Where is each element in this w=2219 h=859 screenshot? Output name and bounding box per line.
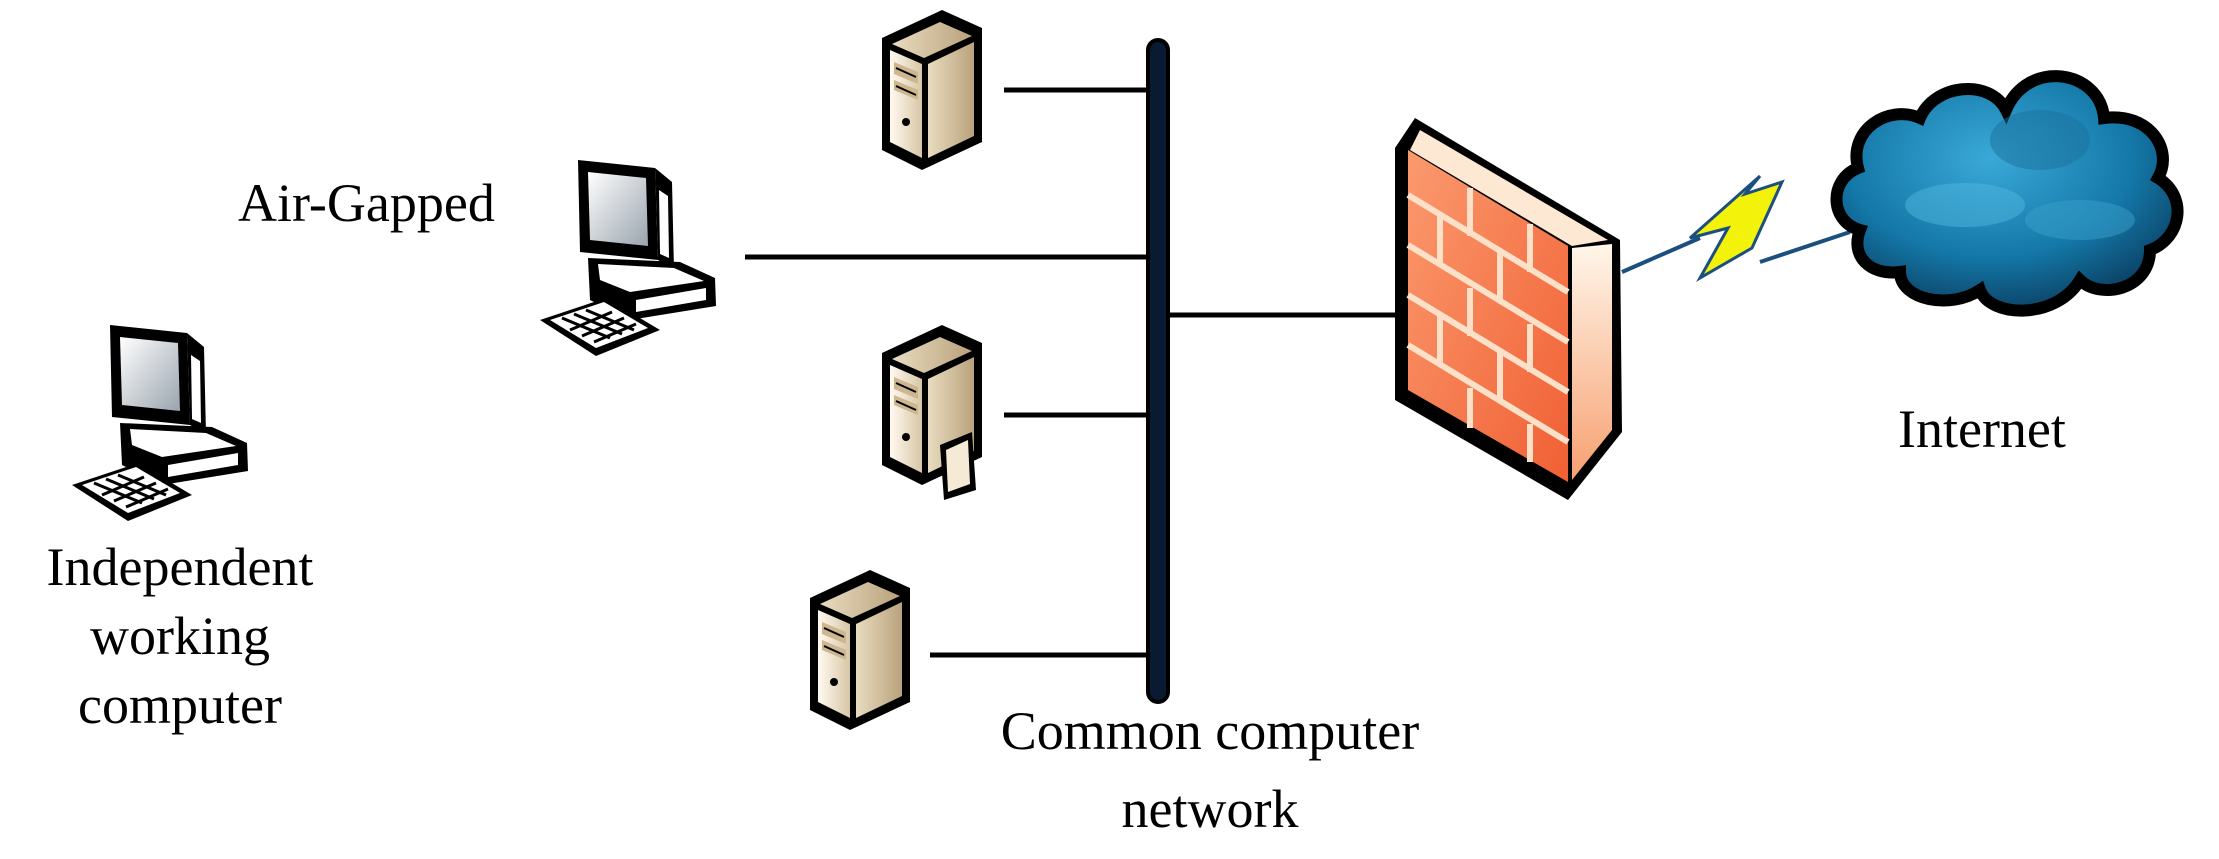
desktop-computer-icon bbox=[538, 158, 718, 358]
connection-lines bbox=[745, 87, 1395, 658]
network-bus bbox=[1146, 38, 1170, 704]
cloud-icon bbox=[1830, 70, 2184, 317]
tower-server-with-drive-icon bbox=[881, 324, 983, 500]
lightning-bolt-icon bbox=[1621, 174, 1851, 283]
independent-label-line-3: computer bbox=[78, 675, 282, 735]
tower-server-icon bbox=[881, 9, 983, 171]
tower-server-icon bbox=[809, 569, 911, 731]
network-label-line-2: network bbox=[1121, 779, 1299, 839]
independent-label-line-1: Independent bbox=[46, 537, 314, 597]
brick-firewall-icon bbox=[1395, 118, 1622, 500]
independent-label-line-2: working bbox=[90, 606, 270, 666]
network-label-line-1: Common computer bbox=[1000, 701, 1420, 761]
air-gapped-label: Air-Gapped bbox=[238, 173, 495, 233]
desktop-computer-icon bbox=[70, 323, 250, 523]
internet-label: Internet bbox=[1898, 399, 2066, 459]
